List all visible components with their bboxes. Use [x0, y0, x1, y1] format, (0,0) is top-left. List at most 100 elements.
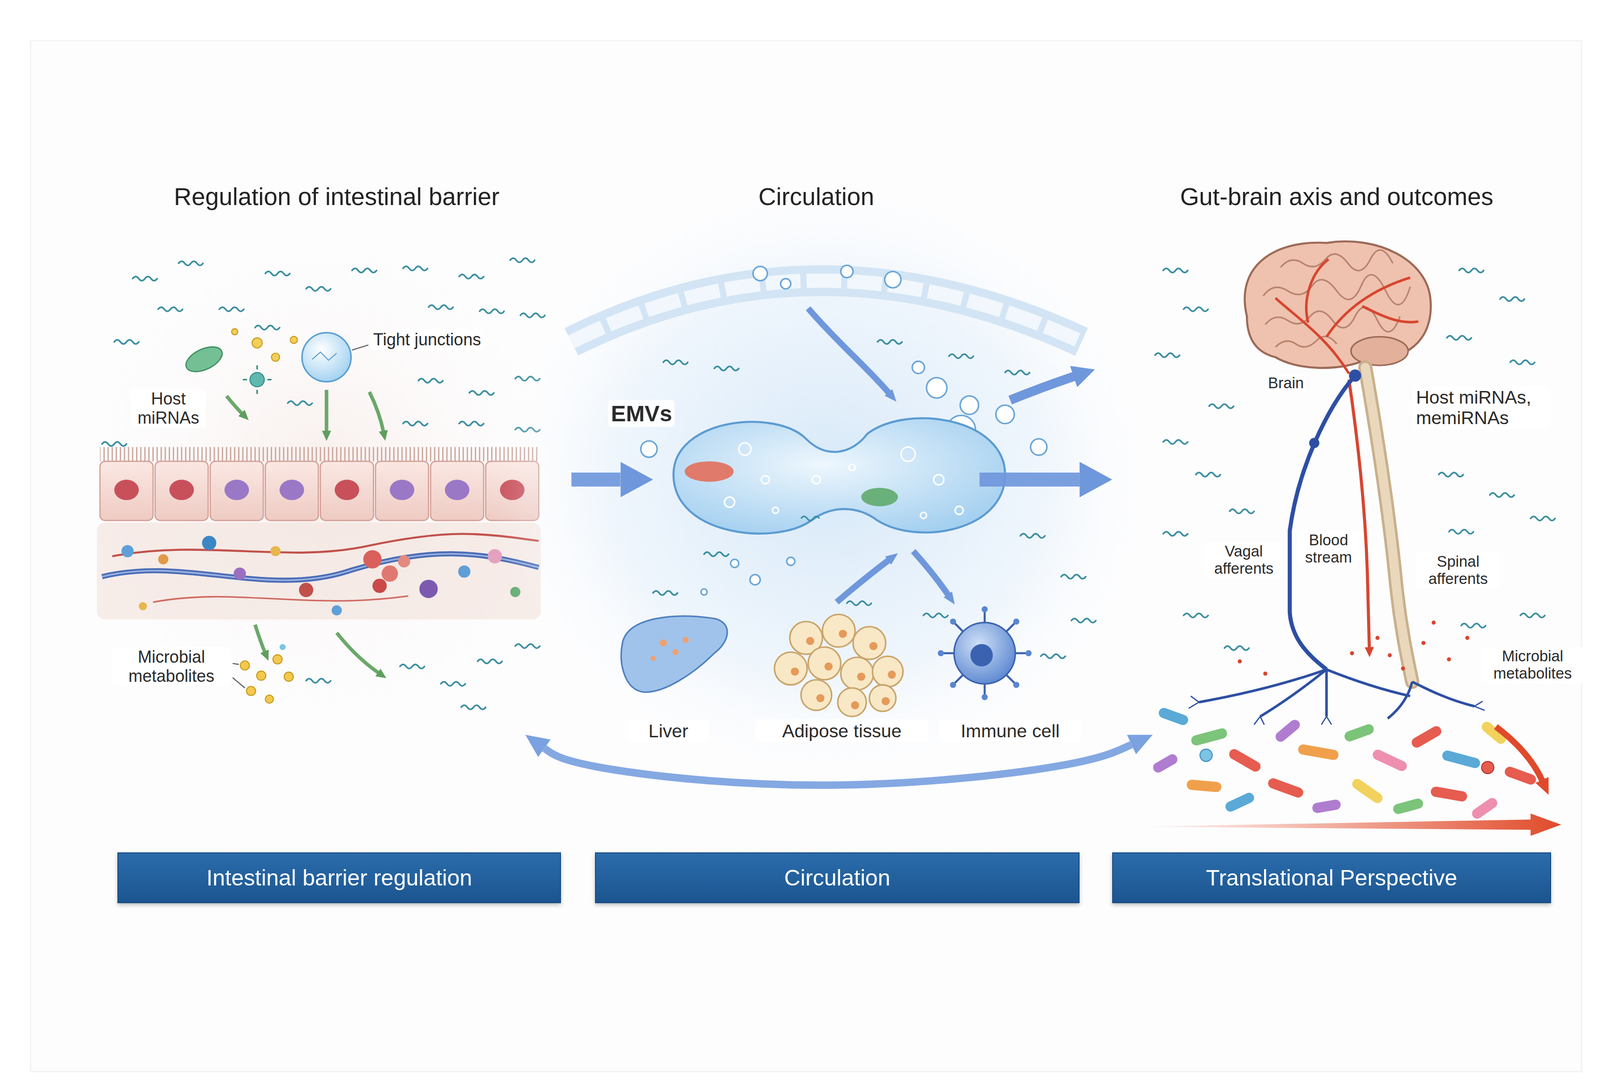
emv-cluster [772, 506, 779, 513]
metabolite-particle [273, 654, 283, 664]
tight-junction-sphere [301, 332, 369, 382]
brain [1362, 306, 1419, 322]
immune-cell-dot [363, 549, 382, 568]
section-bar-label: Intestinal barrier regulation [206, 864, 473, 891]
rna-wave [1224, 645, 1250, 650]
metabolite-particle [240, 660, 250, 671]
rna-wave [1163, 268, 1189, 273]
immune-cell [1013, 618, 1020, 625]
gut-bacteria [1157, 706, 1190, 727]
green-arrow [324, 389, 329, 433]
adipose-nucleus [857, 672, 866, 681]
immune-cell-dot [138, 601, 148, 611]
green-arrow [255, 624, 266, 653]
vagus-nerve [1326, 669, 1411, 697]
rna-wave [704, 552, 729, 557]
metabolite-particle [232, 663, 239, 665]
rna-wave [653, 590, 678, 595]
rna-wave [306, 286, 331, 291]
section-bar-label: Translational Perspective [1205, 864, 1457, 891]
immune-cell [950, 618, 957, 625]
vagus-nerve [1188, 696, 1485, 725]
bacterium [182, 328, 298, 394]
epithelial-cell [375, 461, 429, 521]
adipose-cells [807, 646, 841, 680]
rna-wave [1163, 439, 1189, 445]
adipose-nucleus [790, 667, 800, 676]
gut-bacteria [1311, 798, 1342, 814]
immune-cell [1025, 649, 1032, 657]
immune-cell [941, 610, 1028, 697]
cell-nucleus [279, 479, 305, 500]
adipose-cells [869, 684, 896, 712]
cell-nucleus [444, 479, 470, 500]
liver-organ [672, 649, 679, 656]
metabolite-dot [1237, 620, 1470, 676]
immune-cell-dot [458, 565, 471, 578]
rna-wave [265, 271, 290, 276]
liver-organ [659, 639, 667, 647]
blood-vessel [153, 595, 409, 602]
gut-bacteria [1441, 749, 1482, 770]
immune-cell [1005, 674, 1016, 684]
vagus-nerve [1309, 437, 1320, 449]
vesicle-bubble [912, 361, 925, 374]
rna-wave [1196, 472, 1221, 477]
adipose-nucleus [790, 629, 896, 710]
rna-wave [114, 339, 139, 344]
vagus-nerve [1260, 669, 1327, 717]
rna-wave [461, 704, 486, 710]
flow-arrow-small [807, 307, 890, 394]
metabolite-dot [1263, 671, 1268, 676]
emv-cluster [861, 487, 898, 506]
adipose-nucleus [838, 629, 848, 638]
flow-arrow-small [836, 375, 1077, 602]
rna-wave [1461, 623, 1486, 628]
gut-bacteria [1342, 722, 1375, 743]
brain [1244, 241, 1431, 374]
bacterium [231, 328, 238, 335]
epithelial-cell [100, 461, 540, 521]
emv-cluster [724, 442, 964, 519]
annotation-label: Microbial metabolites [112, 646, 231, 687]
immune-cell-dot [419, 579, 438, 598]
cell-nucleus [389, 479, 415, 500]
gut-bacteria [1151, 752, 1180, 774]
gut-bacteria [1392, 797, 1425, 815]
figure-card [30, 41, 1582, 1072]
panel-heading: Gut-brain axis and outcomes [1180, 182, 1494, 211]
vesicle-bubble [640, 265, 1047, 595]
rna-wave [1446, 335, 1472, 341]
immune-cell [970, 643, 993, 667]
immune-cell [1013, 681, 1020, 688]
flow-arrow [571, 472, 621, 487]
immune-cell [950, 681, 957, 688]
brain [1351, 336, 1409, 366]
rna-wave [1530, 516, 1556, 521]
rna-wave [1438, 472, 1464, 477]
vagus-nerve [1188, 696, 1485, 725]
rna-wave [1449, 529, 1474, 534]
metabolite-particle [279, 643, 286, 650]
gut-bacteria [1227, 746, 1263, 773]
adipose-nucleus [816, 693, 825, 703]
rna-wave [1209, 403, 1234, 409]
rna-wave [102, 258, 545, 710]
rna-wave [1510, 360, 1535, 365]
circulation-illustration [489, 173, 1163, 786]
adipose-cells [774, 651, 807, 685]
immune-cell-dot [299, 582, 314, 597]
rna-wave [1183, 613, 1209, 618]
annotation-label: Blood stream [1298, 530, 1360, 568]
rna-wave [1163, 531, 1189, 536]
rna-wave [157, 307, 183, 312]
rna-wave [520, 313, 546, 318]
annotation-label: Tight junctions [370, 329, 484, 350]
blood-vessel [102, 553, 539, 581]
rna-wave [403, 266, 428, 271]
rna-wave [469, 390, 494, 396]
rna-wave [877, 339, 903, 344]
metabolite-dot [1349, 650, 1354, 656]
